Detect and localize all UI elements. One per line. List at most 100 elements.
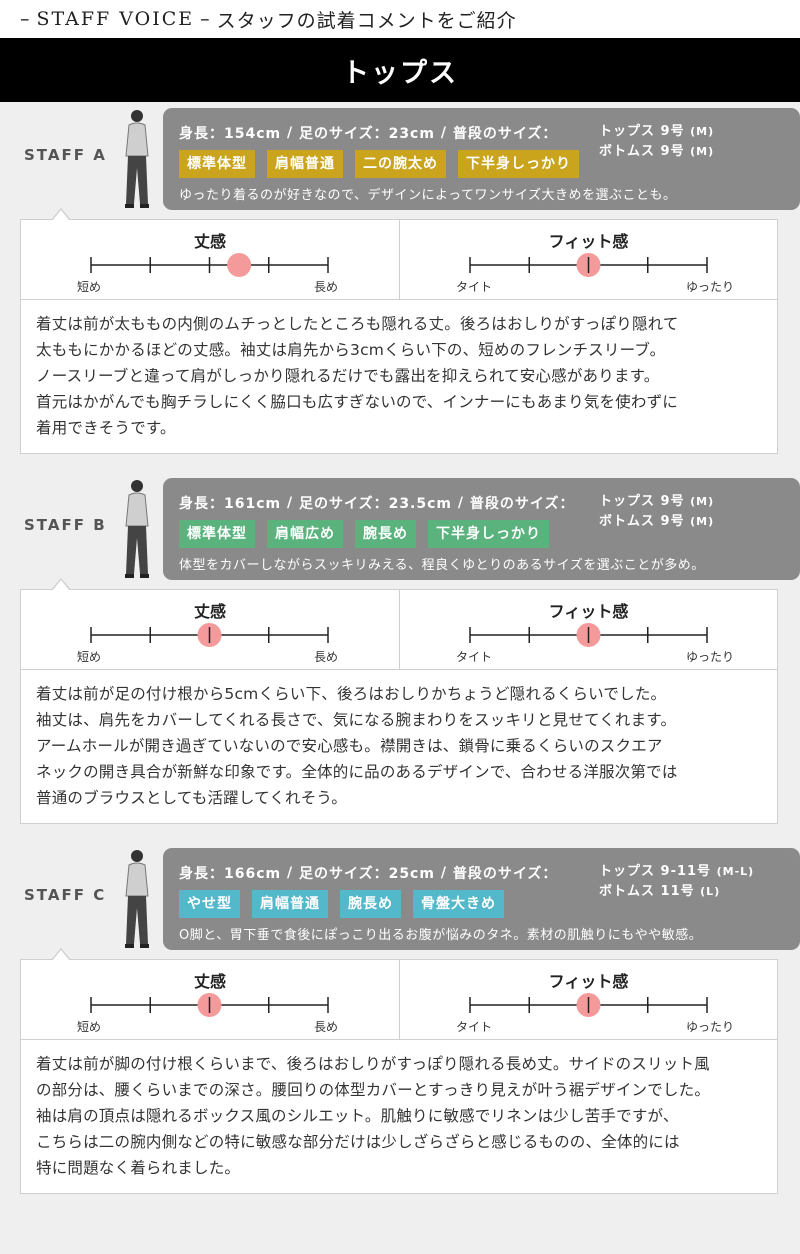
fit-scale: フィット感 タイト ゆったり (399, 590, 777, 670)
staff-bottoms-size: ボトムス 9号 (599, 144, 685, 159)
staff-usual-size-label: 普段のサイズ： (469, 496, 575, 512)
review-panel: 丈感 短め 長め フィット感 タイト ゆったり 着丈は前が脚の付け根くらいまで、… (20, 948, 778, 1194)
staff-label: STAFF B (24, 516, 107, 534)
body-tag: 下半身しっかり (458, 150, 579, 178)
fit-scale-title: フィット感 (548, 972, 629, 991)
staff-measurements: 身長：166cm / 足のサイズ：25cm / 普段のサイズ： トップス 9-1… (179, 858, 784, 899)
length-scale-track (90, 253, 329, 277)
length-scale: 丈感 短め 長め (21, 960, 399, 1040)
staff-usual-sizes: トップス 9号 (M) ボトムス 9号 (M) (599, 492, 714, 532)
staff-card: STAFF B 身長：161cm / 足のサイズ：23.5cm / 普段のサイズ… (20, 472, 800, 824)
staff-foot-size: 足のサイズ：23.5cm (299, 496, 453, 512)
staff-tops-unit: (M) (690, 125, 715, 138)
staff-foot-size: 足のサイズ：25cm (299, 866, 435, 882)
staff-usual-size-label: 普段のサイズ： (452, 126, 558, 142)
length-scale-max: 長め (314, 1020, 339, 1034)
staff-height: 身長：161cm (179, 496, 282, 512)
staff-figure (125, 850, 149, 948)
staff-bottoms-unit: (L) (700, 885, 721, 898)
body-tag: 標準体型 (179, 520, 255, 548)
staff-info: 身長：154cm / 足のサイズ：23cm / 普段のサイズ： トップス 9号 … (163, 108, 800, 210)
fit-scale-max: ゆったり (686, 280, 735, 294)
staff-list: STAFF A 身長：154cm / 足のサイズ：23cm / 普段のサイズ： … (0, 102, 800, 1254)
staff-figure (125, 480, 149, 578)
staff-height: 身長：154cm (179, 126, 282, 142)
staff-measurements: 身長：154cm / 足のサイズ：23cm / 普段のサイズ： トップス 9号 … (179, 118, 784, 159)
separator: / (452, 495, 470, 511)
body-tag: 下半身しっかり (428, 520, 549, 548)
length-scale-min: 短め (77, 650, 102, 664)
staff-tops-size: トップス 9号 (599, 494, 685, 509)
staff-comment: ゆったり着るのが好きなので、デザインによってワンサイズ大きめを選ぶことも。 (179, 188, 677, 203)
header-title-en: STAFF VOICE (36, 8, 195, 30)
fit-scale: フィット感 タイト ゆったり (399, 960, 777, 1040)
body-tag: 二の腕太め (355, 150, 446, 178)
separator: / (434, 125, 453, 141)
body-tag: 標準体型 (179, 150, 255, 178)
fit-scale-track (469, 623, 708, 647)
fit-scale-track (469, 993, 708, 1017)
staff-comment: 体型をカバーしながらスッキリみえる、程良くゆとりのあるサイズを選ぶことが多め。 (179, 558, 705, 573)
length-scale-title: 丈感 (193, 232, 226, 251)
review-panel: 丈感 短め 長め フィット感 タイト ゆったり 着丈は前が太ももの内側のムチっと… (20, 208, 778, 454)
scale-row: 丈感 短め 長め フィット感 タイト ゆったり (21, 590, 777, 670)
staff-info: 身長：166cm / 足のサイズ：25cm / 普段のサイズ： トップス 9-1… (163, 848, 800, 950)
length-scale-min: 短め (77, 280, 102, 294)
body-tag: 腕長め (355, 520, 416, 548)
length-scale: 丈感 短め 長め (21, 220, 399, 300)
staff-bottoms-unit: (M) (690, 515, 715, 528)
length-scale: 丈感 短め 長め (21, 590, 399, 670)
staff-bottoms-unit: (M) (690, 145, 715, 158)
staff-figure (125, 110, 149, 208)
staff-card: STAFF A 身長：154cm / 足のサイズ：23cm / 普段のサイズ： … (20, 102, 800, 454)
scale-row: 丈感 短め 長め フィット感 タイト ゆったり (21, 220, 777, 300)
fit-scale-min: タイト (456, 650, 493, 664)
length-scale-max: 長め (314, 650, 339, 664)
separator: / (281, 495, 299, 511)
review-description: 着丈は前が脚の付け根くらいまで、後ろはおしりがすっぽり隠れる長め丈。サイドのスリ… (36, 1055, 711, 1177)
staff-bottoms-size: ボトムス 11号 (599, 884, 695, 899)
header-title-jp: スタッフの試着コメントをご紹介 (216, 9, 517, 32)
staff-usual-sizes: トップス 9号 (M) ボトムス 9号 (M) (599, 122, 714, 162)
body-tag: 肩幅普通 (267, 150, 343, 178)
staff-usual-sizes: トップス 9-11号 (M-L) ボトムス 11号 (L) (599, 862, 754, 902)
body-tag: 肩幅広め (267, 520, 343, 548)
staff-usual-size-label: 普段のサイズ： (452, 866, 558, 882)
fit-scale: フィット感 タイト ゆったり (399, 220, 777, 300)
staff-info: 身長：161cm / 足のサイズ：23.5cm / 普段のサイズ： トップス 9… (163, 478, 800, 580)
staff-bottoms-size: ボトムス 9号 (599, 514, 685, 529)
body-tag: 骨盤大きめ (413, 890, 504, 918)
staff-body-tags: 標準体型肩幅普通二の腕太め下半身しっかり (179, 150, 784, 178)
review-description: 着丈は前が太ももの内側のムチっとしたところも隠れる丈。後ろはおしりがすっぽり隠れ… (36, 315, 679, 437)
review-description: 着丈は前が足の付け根から5cmくらい下、後ろはおしりかちょうど隠れるくらいでした… (36, 685, 678, 807)
header-dash-right: – (200, 8, 211, 30)
fit-scale-min: タイト (456, 280, 493, 294)
length-scale-title: 丈感 (193, 602, 226, 621)
staff-measurements: 身長：161cm / 足のサイズ：23.5cm / 普段のサイズ： トップス 9… (179, 488, 784, 529)
staff-body-tags: やせ型肩幅普通腕長め骨盤大きめ (179, 890, 784, 918)
section-title: トップス (0, 38, 800, 102)
staff-label: STAFF C (24, 886, 107, 904)
staff-label: STAFF A (24, 146, 107, 164)
separator: / (434, 865, 453, 881)
staff-tops-unit: (M) (690, 495, 715, 508)
staff-body-tags: 標準体型肩幅広め腕長め下半身しっかり (179, 520, 784, 548)
staff-foot-size: 足のサイズ：23cm (299, 126, 435, 142)
length-scale-marker (227, 253, 252, 277)
staff-card: STAFF C 身長：166cm / 足のサイズ：25cm / 普段のサイズ： … (20, 842, 800, 1194)
staff-tops-unit: (M-L) (716, 865, 755, 878)
fit-scale-max: ゆったり (686, 650, 735, 664)
body-tag: 腕長め (340, 890, 401, 918)
header-dash-left: – (20, 8, 31, 30)
length-scale-max: 長め (314, 280, 339, 294)
page-header: – STAFF VOICE – スタッフの試着コメントをご紹介 (0, 0, 800, 38)
length-scale-track (90, 623, 329, 647)
separator: / (281, 865, 299, 881)
staff-height: 身長：166cm (179, 866, 282, 882)
fit-scale-title: フィット感 (548, 232, 629, 251)
body-tag: 肩幅普通 (252, 890, 328, 918)
scale-row: 丈感 短め 長め フィット感 タイト ゆったり (21, 960, 777, 1040)
body-tag: やせ型 (179, 890, 240, 918)
fit-scale-max: ゆったり (686, 1020, 735, 1034)
review-panel: 丈感 短め 長め フィット感 タイト ゆったり 着丈は前が足の付け根から5cmく… (20, 578, 778, 824)
